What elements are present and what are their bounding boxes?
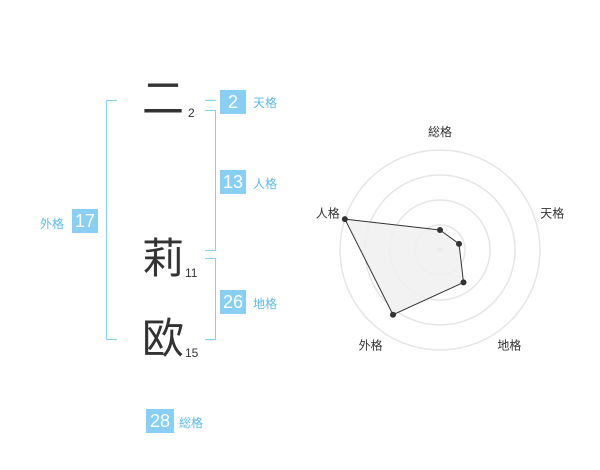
radar-area — [344, 218, 465, 316]
radar-point-1 — [456, 240, 463, 247]
gaikaku-bracket — [106, 100, 117, 340]
tenkaku-value: 2 — [220, 90, 246, 114]
soukaku-label: 総格 — [179, 416, 204, 430]
name-char-2: 莉 — [142, 234, 185, 283]
tenkaku-label: 天格 — [253, 96, 278, 110]
soukaku-value: 28 — [146, 409, 174, 433]
jinkaku-label: 人格 — [253, 177, 278, 191]
gaikaku-value: 17 — [72, 209, 98, 233]
stroke-count-2: 11 — [185, 266, 198, 280]
stroke-count-1: 2 — [188, 106, 195, 120]
jinkaku-bracket — [205, 110, 216, 251]
chikaku-bracket — [205, 258, 216, 340]
chikaku-label: 地格 — [253, 297, 278, 311]
radar-axis-label: 天格 — [540, 206, 564, 221]
radar-axis-label: 人格 — [316, 206, 340, 221]
radar-axis-label: 総格 — [428, 124, 452, 139]
gaikaku-label: 外格 — [40, 217, 65, 231]
radar-axis-label: 地格 — [497, 337, 521, 352]
radar-point-0 — [437, 227, 443, 233]
tenkaku-bracket — [205, 100, 216, 101]
name-char-1: 二 — [142, 74, 185, 123]
radar-point-3 — [389, 311, 396, 318]
chikaku-value: 26 — [220, 290, 246, 314]
radar-point-4 — [341, 216, 348, 223]
radar-ring-4 — [339, 149, 541, 351]
radar-point-2 — [460, 279, 467, 286]
radar-axis-label: 外格 — [359, 337, 383, 352]
jinkaku-value: 13 — [220, 170, 246, 194]
name-char-3: 欧 — [142, 314, 185, 363]
stroke-count-3: 15 — [185, 346, 199, 360]
